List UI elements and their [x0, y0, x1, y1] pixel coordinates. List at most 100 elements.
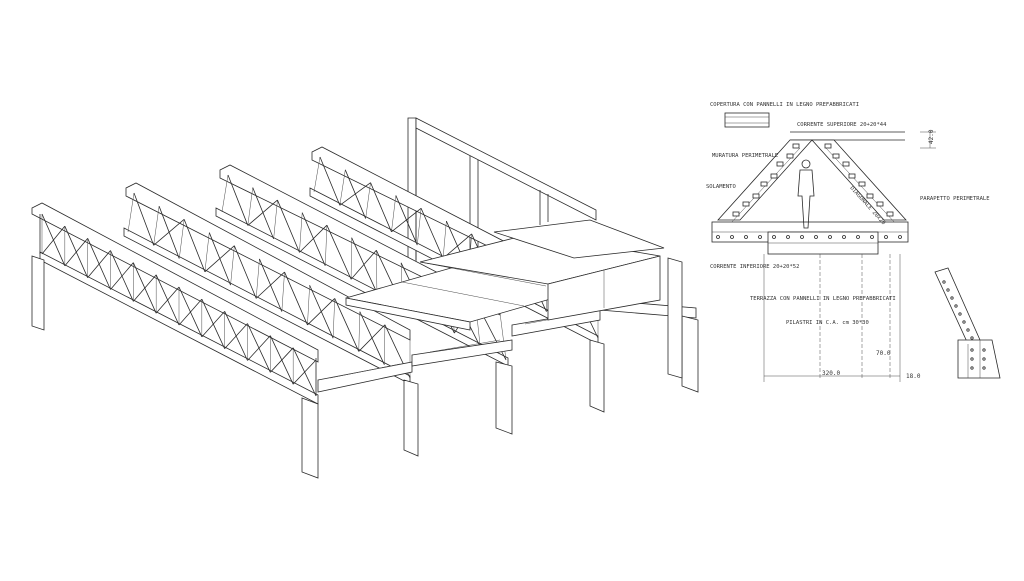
truss-member	[365, 182, 371, 219]
bolt	[982, 357, 986, 361]
truss-member	[376, 250, 378, 293]
bolt	[842, 235, 846, 239]
bolt	[716, 235, 720, 239]
truss-member	[391, 195, 397, 232]
truss-diagonal	[227, 174, 249, 226]
label-parapet: PARAPETTO PERIMETRALE	[920, 196, 990, 202]
truss-2	[123, 182, 411, 385]
truss-diagonal	[350, 250, 377, 280]
truss-member	[179, 219, 185, 259]
truss-member	[499, 312, 507, 361]
label-top-chord: CORRENTE SUPERIORE 20+20*44	[797, 122, 887, 128]
truss-member	[358, 311, 361, 352]
truss-diagonal	[334, 298, 360, 352]
bolt-plate	[776, 161, 784, 167]
truss-diagonal	[301, 212, 326, 266]
truss-diagonal	[178, 298, 203, 326]
truss-diagonal	[41, 225, 66, 255]
truss-diagonal	[319, 156, 341, 206]
bolt	[982, 366, 986, 370]
bolt-plate	[770, 173, 778, 179]
truss-diagonal	[270, 347, 294, 373]
connection-detail	[934, 267, 1001, 379]
truss-diagonal	[292, 359, 317, 385]
bolt	[884, 235, 888, 239]
dim-offset: 70.0	[876, 350, 891, 357]
front-truss	[31, 202, 319, 405]
truss-diagonal	[358, 324, 386, 352]
bolt	[730, 235, 734, 239]
bolt-plate	[792, 143, 800, 149]
truss-member	[255, 258, 260, 299]
roof-panels	[345, 219, 665, 331]
truss-diagonal	[204, 245, 235, 273]
truss-diagonal	[224, 323, 248, 349]
bolt	[966, 328, 970, 332]
bolt-plate	[742, 201, 750, 207]
truss-member	[350, 237, 352, 280]
truss-member	[127, 192, 135, 233]
truss-diagonal	[277, 199, 300, 253]
truss-diagonal	[247, 335, 271, 361]
truss-member	[247, 187, 253, 226]
truss-diagonal	[153, 219, 185, 246]
dim-edge: 18.0	[906, 373, 921, 380]
truss-diagonal	[307, 298, 336, 326]
bolt-plate	[732, 211, 740, 217]
truss-diagonal	[87, 250, 111, 278]
bolt	[970, 357, 974, 361]
dim-height: 42.0	[928, 129, 935, 144]
truss-diagonal	[351, 237, 378, 293]
rear-wall-panel	[407, 117, 597, 263]
truss-member	[313, 156, 321, 193]
columns	[31, 255, 699, 479]
truss-member	[230, 245, 235, 286]
truss-member	[307, 285, 310, 325]
bolt	[786, 235, 790, 239]
truss-diagonal	[64, 238, 88, 267]
label-bottom-chord: CORRENTE INFERIORE 20+20*52	[710, 264, 799, 270]
label-pillars: PILASTRI IN C.A. cm 30*30	[786, 320, 869, 326]
bolt	[970, 336, 974, 340]
bolt	[744, 235, 748, 239]
dim-width: 320.0	[822, 370, 840, 377]
bolt-plate	[848, 173, 856, 179]
bolt	[954, 304, 958, 308]
bolt-plate	[886, 211, 894, 217]
bolt	[856, 235, 860, 239]
bolt	[870, 235, 874, 239]
bolt-plate	[866, 193, 874, 199]
truss-diagonal	[133, 192, 155, 246]
truss-member	[325, 225, 328, 266]
label-roof: COPERTURA CON PANNELLI IN LEGNO PREFABBR…	[710, 102, 859, 108]
bolt-plate	[760, 181, 768, 187]
bolt-plate	[858, 181, 866, 187]
truss-member	[299, 212, 303, 253]
bolt-plate	[752, 193, 760, 199]
truss-member	[204, 232, 210, 272]
bolt	[970, 348, 974, 352]
truss-diagonal	[233, 245, 257, 299]
truss-diagonal	[339, 182, 371, 206]
label-terrace: TERRAZZA CON PANNELLI IN LEGNO PREFABBRI…	[750, 296, 896, 302]
truss-member	[281, 272, 285, 312]
truss-diagonal	[155, 286, 180, 314]
bolt	[950, 296, 954, 300]
bolt	[958, 312, 962, 316]
truss-member	[417, 208, 422, 246]
bolt	[962, 320, 966, 324]
truss-member	[332, 298, 335, 339]
label-walkway: SOLAMENTO	[706, 184, 736, 190]
bolt	[800, 235, 804, 239]
truss-diagonal	[391, 207, 422, 233]
truss-diagonal	[183, 219, 206, 272]
truss-member	[273, 200, 278, 239]
truss-diagonal	[133, 274, 157, 302]
truss-diagonal	[420, 208, 444, 259]
bolt	[814, 235, 818, 239]
bolt-plate	[824, 143, 832, 149]
bolt	[772, 235, 776, 239]
bolt-plate	[786, 153, 794, 159]
